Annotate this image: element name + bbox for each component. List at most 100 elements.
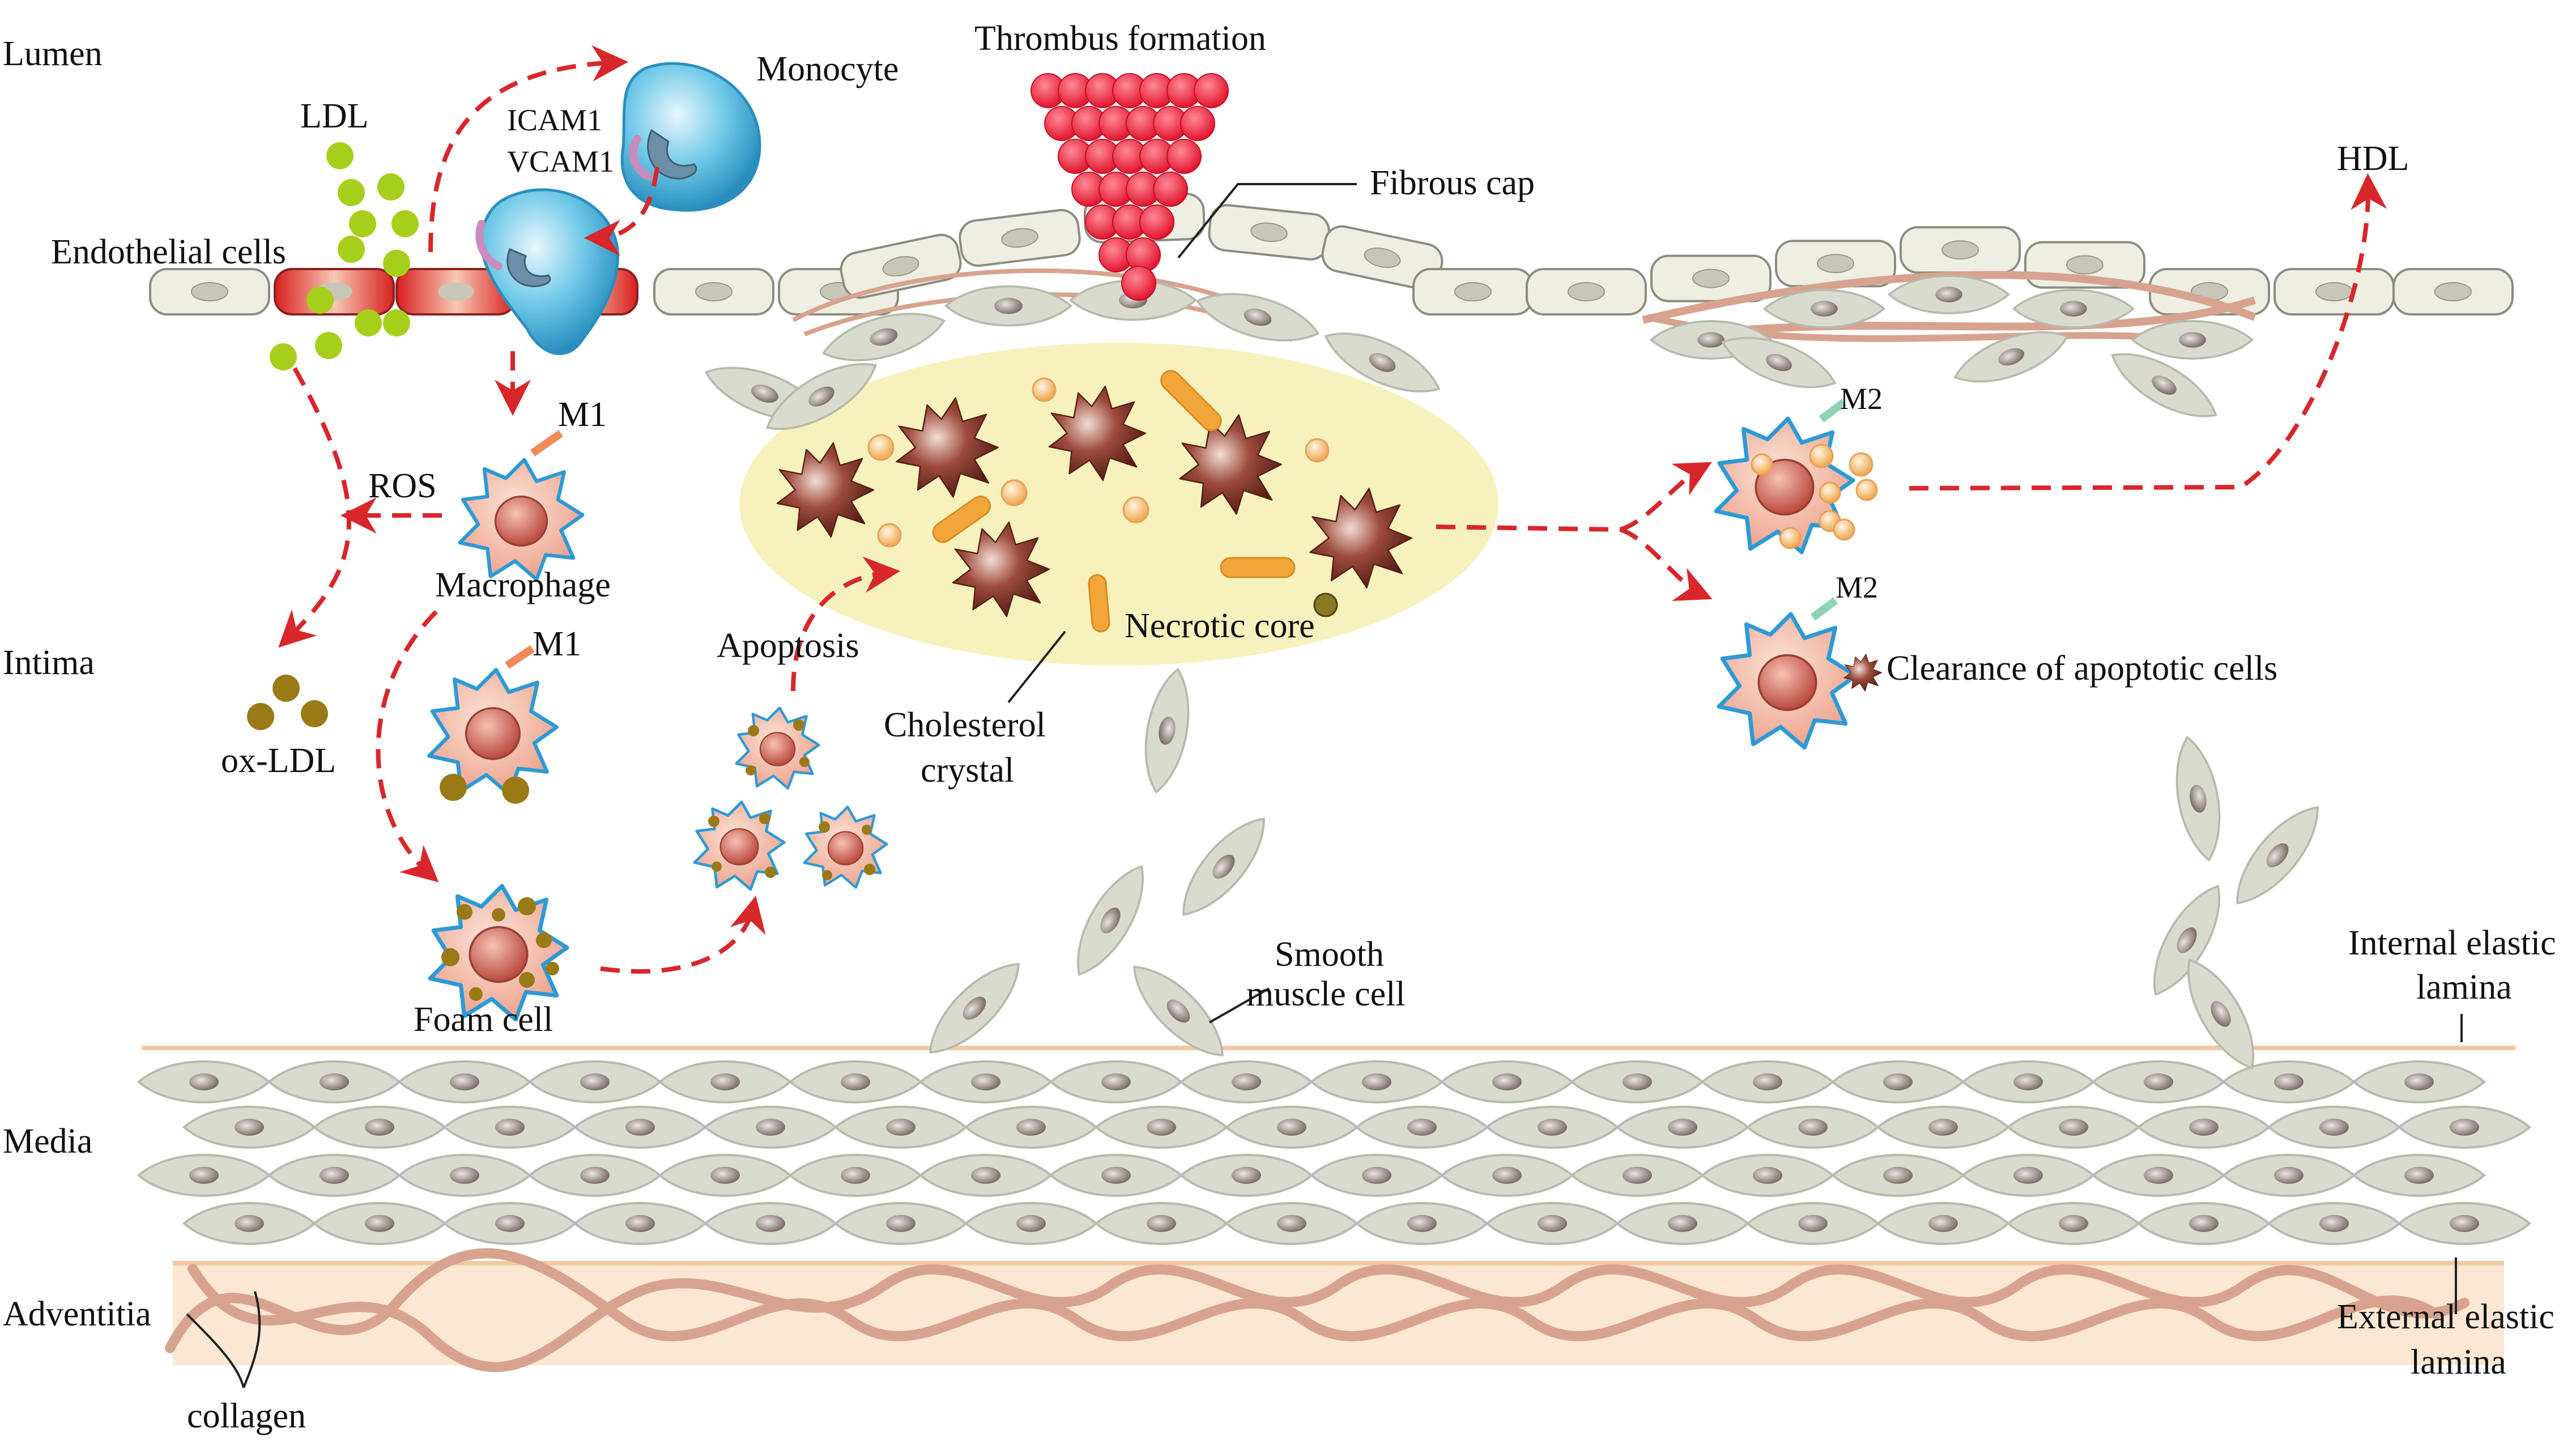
media-smooth-muscle-cell <box>790 1061 921 1102</box>
endothelial-cell <box>1412 268 1534 316</box>
media-smooth-muscle-cell <box>1833 1155 1963 1196</box>
label-clearance: Clearance of apoptotic cells <box>1887 649 2277 688</box>
layer-label-adventitia: Adventitia <box>3 1295 151 1333</box>
ox-ldl-particle <box>1313 592 1338 617</box>
media-smooth-muscle-cell <box>1748 1203 1878 1244</box>
media-smooth-muscle-cell <box>2139 1107 2269 1148</box>
media-smooth-muscle-cell <box>530 1061 660 1102</box>
media-smooth-muscle-cell <box>1096 1107 1227 1148</box>
media-smooth-muscle-cell <box>1051 1061 1181 1102</box>
ldl-particles <box>270 142 419 370</box>
media-smooth-muscle-cell <box>836 1203 966 1244</box>
label-endothelial: Endothelial cells <box>51 233 286 271</box>
media-smooth-muscle-cell <box>1181 1061 1312 1102</box>
media-smooth-muscle-cell <box>1702 1155 1833 1196</box>
media-smooth-muscle-cell <box>1487 1107 1617 1148</box>
media-smooth-muscle-cell <box>314 1203 445 1244</box>
media-smooth-muscle-cell <box>2139 1203 2269 1244</box>
media-smooth-muscle-cell <box>660 1061 790 1102</box>
media-smooth-muscle-cell <box>2224 1155 2354 1196</box>
migrating-smooth-muscle-cell <box>1167 805 1280 928</box>
label-external-lamina: lamina <box>2411 1343 2506 1382</box>
label-monocyte: Monocyte <box>756 50 899 88</box>
monocyte <box>620 62 761 212</box>
media-smooth-muscle-cell <box>1878 1107 2008 1148</box>
label-internal-elastic: Internal elastic <box>2348 924 2556 962</box>
media-smooth-muscle-cell <box>1617 1107 1748 1148</box>
media-smooth-muscle-cell <box>1963 1061 2093 1102</box>
label-collagen: collagen <box>187 1397 306 1435</box>
migrating-smooth-muscle-cell <box>1061 855 1160 986</box>
media-smooth-muscle-cell <box>1312 1061 1442 1102</box>
foam-cell <box>430 886 567 1020</box>
media-smooth-muscle-cell <box>1487 1203 1617 1244</box>
migrating-smooth-muscle-cell <box>2166 732 2230 865</box>
label-external-elastic: External elastic <box>2337 1298 2554 1336</box>
endothelial-cell <box>653 268 774 316</box>
media-smooth-muscle-cell <box>1096 1203 1227 1244</box>
label-crystal: crystal <box>921 751 1014 790</box>
collagen-fiber <box>165 1248 2441 1353</box>
media-smooth-muscle-cell <box>2008 1203 2139 1244</box>
plaque-smooth-muscle-cell <box>2131 320 2254 360</box>
label-ox-ldl: ox-LDL <box>221 741 336 780</box>
label-internal-lamina: lamina <box>2416 968 2512 1007</box>
media-smooth-muscle-cell <box>705 1107 836 1148</box>
platelet <box>1166 139 1202 174</box>
lipid-droplets <box>867 377 1330 548</box>
endothelial-cell <box>2273 268 2395 316</box>
media-smooth-muscle-cell <box>269 1155 399 1196</box>
media-smooth-muscle-cell <box>966 1107 1096 1148</box>
platelet <box>1121 266 1156 301</box>
media-smooth-muscle-cell <box>2399 1203 2530 1244</box>
label-m2-a: M2 <box>1840 382 1883 416</box>
label-thrombus: Thrombus formation <box>974 19 1266 58</box>
media-smooth-muscle-cell <box>530 1155 660 1196</box>
label-vcam1: VCAM1 <box>507 144 614 178</box>
media-smooth-muscle-cell <box>445 1107 575 1148</box>
process-arrows <box>278 45 2387 974</box>
leader-lines <box>186 183 2463 1388</box>
migrating-smooth-muscle-cell <box>1121 953 1237 1069</box>
media-smooth-muscle-cell <box>1748 1107 1878 1148</box>
endothelial-cell <box>1900 226 2021 274</box>
ox-ldl-particles <box>247 675 328 730</box>
media-smooth-muscle-cell <box>1227 1107 1357 1148</box>
label-necrotic-core: Necrotic core <box>1125 607 1315 645</box>
label-icam1: ICAM1 <box>507 103 602 137</box>
media-smooth-muscle-cell <box>399 1155 530 1196</box>
media-smooth-muscle-cell <box>2093 1061 2224 1102</box>
media-smooth-muscle-cell <box>1442 1155 1572 1196</box>
media-smooth-muscle-cell <box>269 1061 399 1102</box>
layer-label-intima: Intima <box>3 643 95 682</box>
label-m1-a: M1 <box>558 395 607 434</box>
m1-macrophage-oxldl <box>429 645 557 804</box>
platelet <box>1194 73 1229 108</box>
media-smooth-muscle-cell <box>966 1203 1096 1244</box>
label-macrophage: Macrophage <box>435 566 611 604</box>
collagen-fiber <box>188 1264 2469 1372</box>
media-smooth-muscle-cell <box>1051 1155 1181 1196</box>
m1-macrophage <box>460 430 583 579</box>
apoptotic-foam-cells <box>695 708 887 890</box>
media-smooth-muscle-cell <box>1227 1203 1357 1244</box>
migrating-smooth-muscle-cells <box>917 664 2334 1079</box>
label-foam-cell: Foam cell <box>414 1000 553 1039</box>
layer-label-media: Media <box>3 1122 92 1161</box>
media-smooth-muscle-cell <box>139 1061 269 1102</box>
media-smooth-muscle-cell <box>2399 1107 2530 1148</box>
platelet <box>1153 172 1188 207</box>
media-smooth-muscle-cell <box>660 1155 790 1196</box>
media-smooth-muscle-cell <box>1702 1061 1833 1102</box>
media-smooth-muscle-cell <box>921 1061 1051 1102</box>
endothelial-cell <box>2392 268 2514 316</box>
endothelial-cell <box>836 231 965 302</box>
media-smooth-muscle-cell <box>1572 1061 1702 1102</box>
label-apoptosis: Apoptosis <box>717 626 859 665</box>
m2-macrophage-clearance <box>1719 597 1883 748</box>
media-smooth-muscle-cell <box>1617 1203 1748 1244</box>
media-smooth-muscle-cell <box>399 1061 530 1102</box>
media-smooth-muscle-cell <box>184 1203 314 1244</box>
m2-macrophage-efferocytosis <box>1716 399 1878 552</box>
